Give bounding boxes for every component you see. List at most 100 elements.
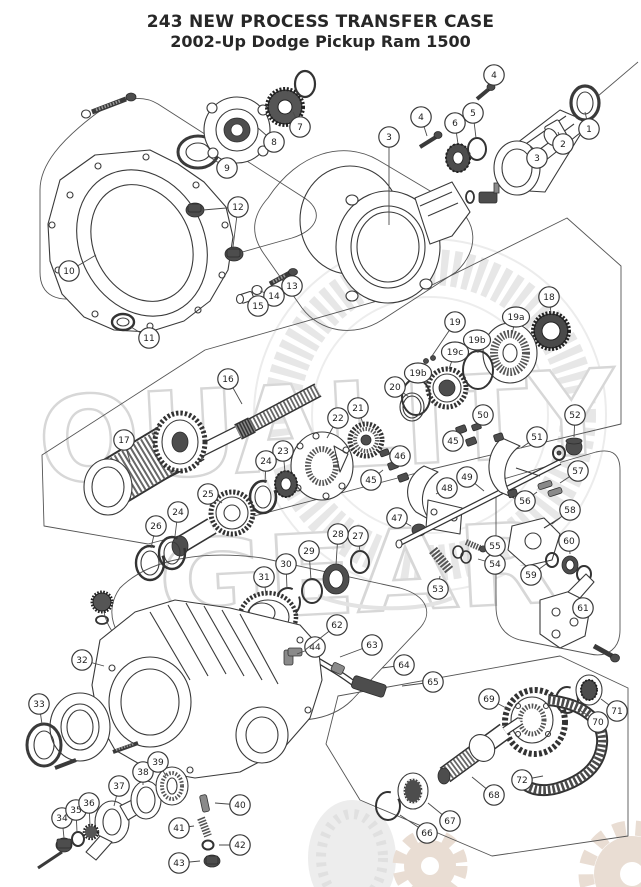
callout-number: 68 bbox=[488, 791, 500, 801]
callout-number: 58 bbox=[564, 506, 576, 516]
callout-72: 72 bbox=[511, 769, 544, 791]
callout-number: 5 bbox=[470, 109, 476, 119]
callout-23: 23 bbox=[272, 440, 294, 473]
callout-19c: 19c bbox=[440, 341, 470, 370]
part-oring-11 bbox=[110, 312, 136, 332]
callout-bubble bbox=[147, 751, 169, 773]
callout-65: 65 bbox=[401, 671, 444, 693]
callout-bubble bbox=[289, 116, 311, 138]
callout-40: 40 bbox=[214, 794, 251, 816]
callout-number: 48 bbox=[441, 484, 453, 494]
callout-bubble bbox=[538, 286, 560, 308]
callout-bubble bbox=[360, 469, 382, 491]
part-vent-assembly bbox=[465, 182, 500, 204]
callout-12: 12 bbox=[202, 196, 249, 248]
callout-19b: 19b bbox=[462, 329, 492, 354]
callout-number: 22 bbox=[332, 414, 343, 424]
callout-number: 3 bbox=[534, 154, 540, 164]
callout-number: 60 bbox=[563, 537, 575, 547]
callout-bubble bbox=[361, 634, 383, 656]
callout-bubble bbox=[378, 126, 400, 148]
callout-24: 24 bbox=[255, 450, 277, 484]
part-bearing-67 bbox=[397, 772, 429, 810]
callout-bubble bbox=[472, 404, 494, 426]
callout-bubble bbox=[572, 597, 594, 619]
callout-19a: 19a bbox=[501, 306, 531, 335]
callout-69: 69 bbox=[478, 688, 511, 711]
part-bolt-top-left bbox=[80, 92, 137, 119]
part-shift-rail-49 bbox=[395, 459, 562, 549]
callout-number: 14 bbox=[268, 292, 280, 302]
part-intermediate-gear-25 bbox=[171, 489, 256, 557]
callout-32: 32 bbox=[71, 649, 105, 671]
callout-9: 9 bbox=[207, 155, 238, 179]
part-front-case-half-10 bbox=[47, 149, 234, 333]
part-oil-pump-housing-8 bbox=[203, 96, 271, 164]
callout-71: 71 bbox=[600, 698, 628, 722]
callout-number: 52 bbox=[569, 411, 580, 421]
part-bolt-13 bbox=[268, 268, 298, 287]
callout-number: 69 bbox=[483, 695, 495, 705]
callout-bubble bbox=[462, 329, 492, 351]
callout-number: 70 bbox=[592, 718, 604, 728]
callout-15: 15 bbox=[247, 295, 269, 317]
callout-bubble bbox=[298, 540, 320, 562]
callout-bubble bbox=[168, 852, 190, 874]
callout-number: 31 bbox=[258, 573, 269, 583]
callout-number: 1 bbox=[586, 125, 592, 135]
callout-bubble bbox=[275, 553, 297, 575]
title-line-1: 243 NEW PROCESS TRANSFER CASE bbox=[146, 12, 495, 32]
callout-51: 51 bbox=[520, 426, 548, 449]
part-snap-ring-5 bbox=[467, 137, 487, 161]
part-rear-case-32 bbox=[91, 599, 323, 779]
callout-number: 45 bbox=[365, 476, 376, 486]
part-thrust-washer-26 bbox=[134, 544, 166, 582]
callout-18: 18 bbox=[538, 286, 560, 314]
part-ring-20 bbox=[399, 392, 425, 422]
callout-number: 38 bbox=[137, 768, 149, 778]
part-mode-fork-48 bbox=[407, 465, 463, 535]
part-elbow-fitting-44 bbox=[283, 647, 303, 666]
watermark-corner-gear-icon bbox=[578, 820, 641, 887]
callout-number: 43 bbox=[173, 859, 184, 869]
callout-number: 35 bbox=[70, 806, 81, 816]
callout-27: 27 bbox=[347, 525, 369, 553]
callout-bubble bbox=[442, 430, 464, 452]
callout-3: 3 bbox=[526, 145, 548, 169]
callout-bubble bbox=[462, 102, 484, 124]
callout-66: 66 bbox=[399, 814, 438, 844]
part-pin-52 bbox=[552, 437, 583, 461]
part-drain-plugs-12 bbox=[185, 202, 244, 262]
callout-30: 30 bbox=[275, 553, 297, 590]
parts-art bbox=[25, 69, 620, 870]
callout-31: 31 bbox=[253, 566, 275, 597]
callout-bubble bbox=[138, 327, 160, 349]
callout-number: 44 bbox=[309, 643, 321, 653]
part-front-output-gear-17 bbox=[83, 410, 208, 516]
callout-number: 39 bbox=[152, 758, 164, 768]
callout-number: 25 bbox=[202, 490, 213, 500]
part-washer-42 bbox=[201, 839, 215, 851]
watermark-helical-gear-icon bbox=[308, 800, 396, 887]
callout-number: 12 bbox=[232, 203, 243, 213]
callout-24: 24 bbox=[167, 501, 189, 537]
callout-17: 17 bbox=[113, 429, 135, 463]
callout-33: 33 bbox=[28, 693, 50, 725]
callout-37: 37 bbox=[108, 775, 130, 807]
callout-bubble bbox=[567, 460, 589, 482]
callout-55: 55 bbox=[482, 535, 506, 557]
callout-29: 29 bbox=[298, 540, 320, 581]
callout-number: 6 bbox=[452, 119, 458, 129]
part-synchro-sleeve-19a bbox=[482, 322, 538, 384]
callout-number: 34 bbox=[56, 814, 68, 824]
part-spring-41 bbox=[197, 816, 212, 838]
part-nut-34 bbox=[55, 837, 73, 853]
callout-42: 42 bbox=[219, 834, 251, 856]
part-snap-ring-66 bbox=[375, 791, 401, 821]
callout-number: 3 bbox=[386, 133, 392, 143]
callout-bubble bbox=[389, 445, 411, 467]
callout-number: 30 bbox=[280, 560, 292, 570]
callout-number: 51 bbox=[531, 433, 542, 443]
callout-number: 36 bbox=[83, 799, 95, 809]
